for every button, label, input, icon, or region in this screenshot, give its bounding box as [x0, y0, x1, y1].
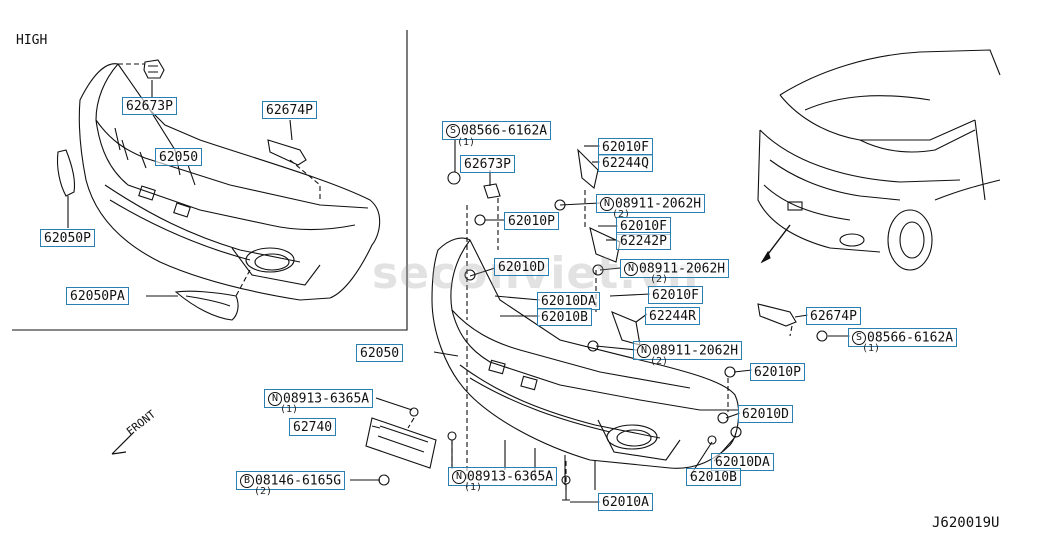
- callout-62010B[interactable]: 62010B: [537, 308, 592, 326]
- inset-bumper-drawing: [56, 59, 381, 321]
- callout-62010DA[interactable]: 62010DA: [711, 453, 774, 471]
- callout-62010P[interactable]: 62010P: [750, 363, 805, 381]
- callout-62010F[interactable]: 62010F: [598, 138, 653, 156]
- callout-62674P[interactable]: 62674P: [262, 101, 317, 119]
- front-arrow: [111, 431, 135, 455]
- qty-label: (2): [612, 209, 631, 220]
- callout-62244R[interactable]: 62244R: [645, 307, 700, 325]
- callout-62010DA[interactable]: 62010DA: [537, 292, 600, 310]
- prefix-circle: N: [452, 470, 466, 484]
- prefix-circle: N: [637, 344, 651, 358]
- qty-label: (1): [862, 343, 881, 354]
- diagram-code: J620019U: [932, 515, 1000, 531]
- inset-panel-border: [12, 30, 408, 331]
- prefix-circle: B: [240, 474, 254, 488]
- prefix-circle: N: [268, 392, 282, 406]
- callout-62010F[interactable]: 62010F: [648, 286, 703, 304]
- callout-62010A[interactable]: 62010A: [598, 493, 653, 511]
- callout-62740[interactable]: 62740: [289, 418, 337, 436]
- callout-62050[interactable]: 62050: [356, 344, 404, 362]
- callout-62244Q[interactable]: 62244Q: [598, 154, 653, 172]
- prefix-circle: N: [600, 197, 614, 211]
- callout-62050[interactable]: 62050: [155, 148, 203, 166]
- prefix-circle: S: [852, 331, 866, 345]
- main-bumper-drawing: [365, 148, 828, 501]
- qty-label: (2): [254, 486, 273, 497]
- callout-62242P[interactable]: 62242P: [616, 232, 671, 250]
- callout-62673P[interactable]: 62673P: [460, 155, 515, 173]
- callout-62010B[interactable]: 62010B: [686, 468, 741, 486]
- callout-62050PA[interactable]: 62050PA: [66, 287, 129, 305]
- callout-62010D[interactable]: 62010D: [494, 258, 549, 276]
- qty-label: (1): [280, 404, 299, 415]
- callout-62010P[interactable]: 62010P: [504, 212, 559, 230]
- qty-label: (1): [457, 137, 476, 148]
- callout-62050P[interactable]: 62050P: [40, 229, 95, 247]
- prefix-circle: N: [624, 262, 638, 276]
- callout-62673P[interactable]: 62673P: [122, 97, 177, 115]
- vehicle-drawing: [757, 49, 1001, 271]
- callout-62010D[interactable]: 62010D: [738, 405, 793, 423]
- prefix-circle: S: [446, 124, 460, 138]
- qty-label: (2): [650, 356, 669, 367]
- callout-62674P[interactable]: 62674P: [806, 307, 861, 325]
- qty-label: (2): [650, 274, 669, 285]
- callout-62010F[interactable]: 62010F: [616, 217, 671, 235]
- variant-label: HIGH: [16, 33, 48, 48]
- qty-label: (1): [464, 482, 483, 493]
